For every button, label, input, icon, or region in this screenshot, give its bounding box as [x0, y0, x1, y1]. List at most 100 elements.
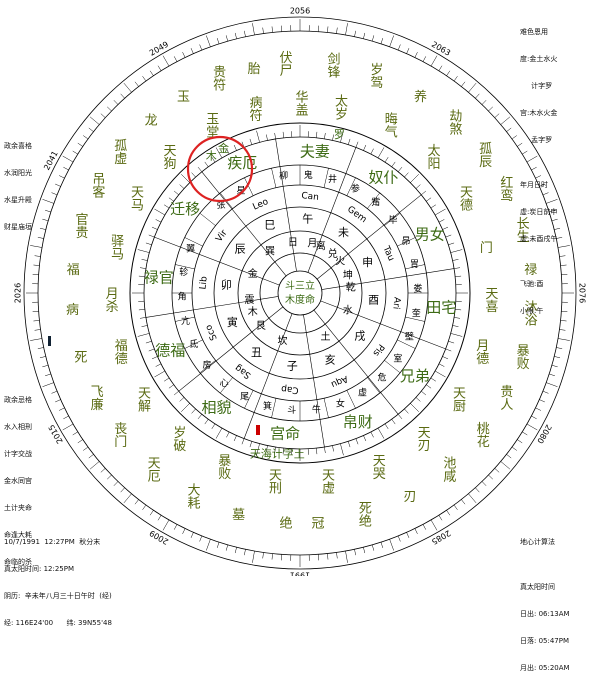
note-line: 宫:木水火金 [520, 109, 557, 118]
tick [150, 510, 153, 515]
note-line: 小限:午 [520, 307, 557, 316]
tick [354, 31, 355, 37]
tick [451, 250, 463, 253]
tick [416, 397, 420, 401]
tick [142, 259, 148, 260]
tick [252, 23, 254, 35]
tick [235, 33, 236, 39]
tick [345, 551, 347, 563]
middle-star-label: 天虚 [319, 468, 335, 495]
tick [392, 419, 396, 424]
tick [554, 356, 560, 357]
outer-star-label: 暴败 [514, 343, 530, 369]
tick [501, 117, 510, 125]
outer-star-label: 死绝 [356, 501, 372, 527]
note-line: 真太阳时间 [520, 583, 570, 592]
tick [63, 156, 73, 162]
outer-star-label: 剑锋 [325, 52, 341, 79]
tick [348, 139, 350, 145]
tick [381, 542, 383, 548]
tick [415, 528, 418, 533]
note-line: 经: 116E24'00 纬: 39N55'48 [4, 619, 112, 628]
planet-label: 金 [218, 141, 229, 155]
inner-star-label: 金 [248, 267, 258, 280]
tick [205, 162, 209, 167]
tick [488, 107, 492, 111]
tick [558, 245, 570, 247]
tick [527, 424, 537, 430]
zodiac-sign-label: Ari [390, 296, 401, 309]
tick [78, 440, 83, 443]
note-line: 月出: 05:20AM [520, 664, 570, 673]
zodiac-sign-label: Tau [380, 244, 396, 263]
earthly-branch-label: 未 [338, 226, 349, 239]
note-line: 金水同宫 [4, 477, 44, 486]
zodiac-sign-label: Pis [370, 342, 386, 358]
outer-star-label: 龙 [142, 113, 158, 127]
tick [531, 416, 536, 419]
tick [142, 505, 146, 510]
planet-label: 罗 [334, 128, 345, 141]
tick [552, 365, 558, 367]
tick [421, 191, 426, 195]
tick [404, 173, 408, 177]
tick [89, 128, 94, 132]
tick [439, 66, 442, 71]
tick [426, 385, 431, 389]
outer-star-label: 胎 [245, 62, 260, 76]
tick [501, 461, 510, 469]
outer-star-label: 孤虚 [111, 138, 127, 165]
tick [435, 209, 445, 215]
tick [35, 329, 41, 330]
tick [183, 52, 186, 57]
tick [381, 38, 383, 44]
tick [252, 551, 254, 563]
tick [156, 219, 161, 222]
earthly-branch-label: 戌 [354, 329, 365, 342]
tick [250, 139, 252, 145]
tick [174, 56, 177, 61]
tick [363, 145, 365, 150]
year-label: 2056 [290, 7, 310, 16]
center-line-2: 木度命 [285, 293, 315, 306]
year-label: 1991 [290, 571, 310, 577]
tick [55, 400, 60, 402]
tick [363, 33, 364, 39]
middle-star-label: 天解 [135, 386, 151, 413]
inner-star-label: 木 [248, 306, 258, 318]
tick [356, 142, 358, 148]
middle-star-label: 月杀 [103, 287, 119, 313]
outer-star-label: 贵人 [497, 384, 513, 410]
tick [454, 76, 458, 81]
zodiac-sign-label: Vir [214, 228, 229, 244]
tick [354, 549, 355, 555]
asterism-divider [272, 168, 276, 187]
note-line: 真太阳时间: 12:25PM [4, 565, 112, 574]
tick [324, 447, 325, 453]
note-line: 计字交战 [4, 450, 44, 459]
year-label: 2026 [14, 283, 23, 303]
tick [226, 432, 229, 437]
outer-star-label: 墓 [229, 508, 245, 521]
tick [407, 48, 409, 53]
tick [410, 174, 418, 182]
tick [559, 256, 565, 257]
tick [234, 436, 236, 441]
tick [482, 481, 486, 485]
tick [63, 416, 68, 419]
tick [448, 341, 454, 343]
asterism-label: 室 [393, 352, 402, 364]
middle-star-label: 月德 [473, 339, 489, 365]
outer-star-label: 刃 [400, 490, 416, 504]
year-label: 2076 [578, 283, 587, 303]
year-label: 2009 [148, 528, 170, 546]
tick [38, 347, 44, 348]
middle-star-label: 门 [477, 241, 492, 254]
tick [250, 441, 252, 447]
asterism-divider [347, 390, 356, 408]
tick [235, 547, 236, 553]
middle-star-label: 天厨 [450, 386, 466, 412]
tick [73, 151, 78, 154]
asterism-label: 柳 [279, 170, 288, 182]
